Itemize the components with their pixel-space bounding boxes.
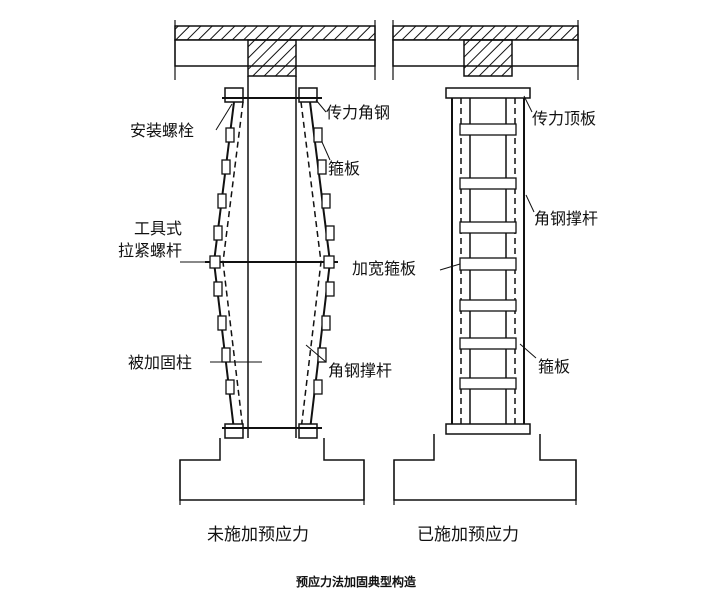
label-wide-batten: 加宽箍板 bbox=[352, 259, 416, 278]
right-structure bbox=[392, 20, 579, 505]
left-caption: 未施加预应力 bbox=[207, 525, 309, 545]
left-leaders bbox=[180, 99, 331, 363]
left-top-angle-l bbox=[224, 87, 244, 103]
label-batten-left: 箍板 bbox=[328, 159, 360, 178]
right-top-plate bbox=[445, 87, 531, 99]
label-strut-left: 角钢撑杆 bbox=[328, 361, 392, 380]
left-beam-slab bbox=[174, 25, 376, 41]
right-leaders bbox=[439, 95, 537, 359]
left-structure bbox=[174, 20, 376, 505]
left-top-angle-r bbox=[298, 87, 318, 103]
label-tool-line1: 工具式 bbox=[134, 219, 182, 238]
label-load-angle: 传力角钢 bbox=[326, 103, 390, 122]
label-strut-right: 角钢撑杆 bbox=[534, 209, 598, 228]
label-tool-line2: 拉紧螺杆 bbox=[118, 241, 182, 260]
label-top-plate: 传力顶板 bbox=[532, 109, 596, 128]
left-beam-stub bbox=[247, 39, 297, 77]
label-batten-right: 箍板 bbox=[538, 357, 570, 376]
label-column: 被加固柱 bbox=[128, 353, 192, 372]
right-caption: 已施加预应力 bbox=[417, 525, 519, 545]
right-wide-batten bbox=[459, 257, 517, 271]
left-foundation bbox=[179, 438, 365, 501]
label-bolt: 安装螺栓 bbox=[130, 121, 194, 140]
figure-caption: 预应力法加固典型构造 bbox=[296, 574, 417, 589]
